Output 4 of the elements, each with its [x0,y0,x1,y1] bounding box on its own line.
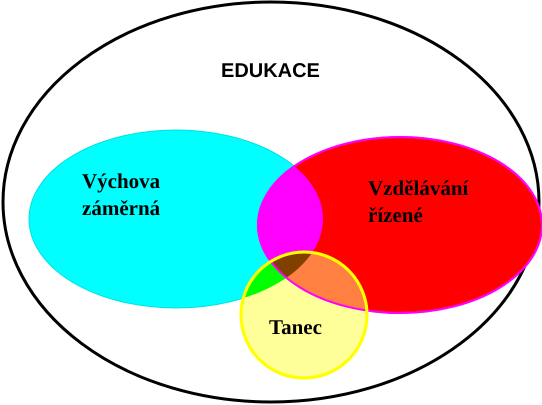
region-label: Vzdělávání řízené [368,175,470,229]
diagram-heading: EDUKACE [221,60,320,83]
region-label: Výchova záměrná [82,168,162,222]
region-label: Tanec [269,314,322,341]
